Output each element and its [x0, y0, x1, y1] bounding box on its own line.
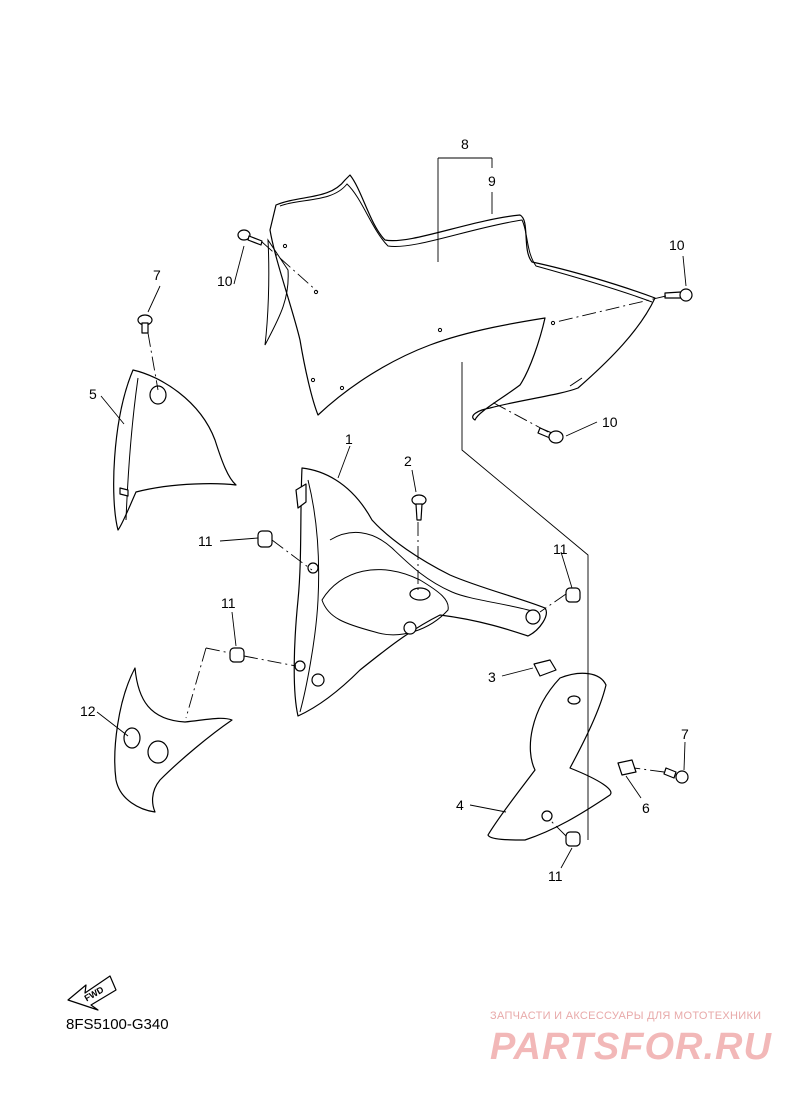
- collar-11-c[interactable]: [565, 587, 581, 603]
- callout-3: 3: [488, 669, 496, 685]
- bracket-8-9: [437, 157, 493, 262]
- callout-6: 6: [642, 800, 650, 816]
- clip-6[interactable]: [617, 759, 637, 776]
- diagram-code: 8FS5100-G340: [66, 1016, 169, 1033]
- callout-12: 12: [80, 703, 96, 719]
- side-cover-4[interactable]: [487, 672, 612, 841]
- screw-10-lower[interactable]: [537, 427, 564, 444]
- rivet-7-left[interactable]: [137, 314, 153, 334]
- callout-11b: 11: [221, 595, 236, 611]
- callout-11a: 11: [198, 533, 213, 549]
- callout-7a: 7: [153, 267, 161, 283]
- callout-10c: 10: [602, 414, 618, 430]
- clip-3[interactable]: [533, 659, 557, 677]
- callout-10b: 10: [669, 237, 685, 253]
- lower-panel-12[interactable]: [114, 667, 233, 813]
- callout-2: 2: [404, 453, 412, 469]
- watermark-subtitle: ЗАПЧАСТИ И АКСЕССУАРЫ ДЛЯ МОТОТЕХНИКИ: [490, 1010, 762, 1022]
- collar-11-b[interactable]: [229, 647, 245, 663]
- callout-10a: 10: [217, 273, 233, 289]
- inner-panel-5[interactable]: [113, 369, 237, 531]
- callout-5: 5: [89, 386, 97, 402]
- callout-11d: 11: [548, 868, 563, 884]
- callout-7b: 7: [681, 726, 689, 742]
- rivet-7-right[interactable]: [663, 767, 689, 784]
- screw-10-right[interactable]: [664, 288, 693, 302]
- callout-9: 9: [488, 173, 496, 189]
- callout-11c: 11: [553, 541, 568, 557]
- collar-11-a[interactable]: [257, 530, 273, 548]
- fwd-arrow-icon: FWD: [67, 975, 117, 1011]
- callout-1: 1: [345, 431, 353, 447]
- screw-2[interactable]: [411, 494, 427, 521]
- windshield[interactable]: [264, 174, 656, 421]
- collar-11-d[interactable]: [565, 831, 581, 847]
- screw-10-left[interactable]: [237, 229, 263, 246]
- callout-4: 4: [456, 797, 464, 813]
- watermark-logo: PARTSFOR.RU: [490, 1026, 772, 1068]
- main-cowl-1[interactable]: [293, 467, 547, 717]
- leader-lines: [96, 241, 687, 869]
- callout-8: 8: [461, 136, 469, 152]
